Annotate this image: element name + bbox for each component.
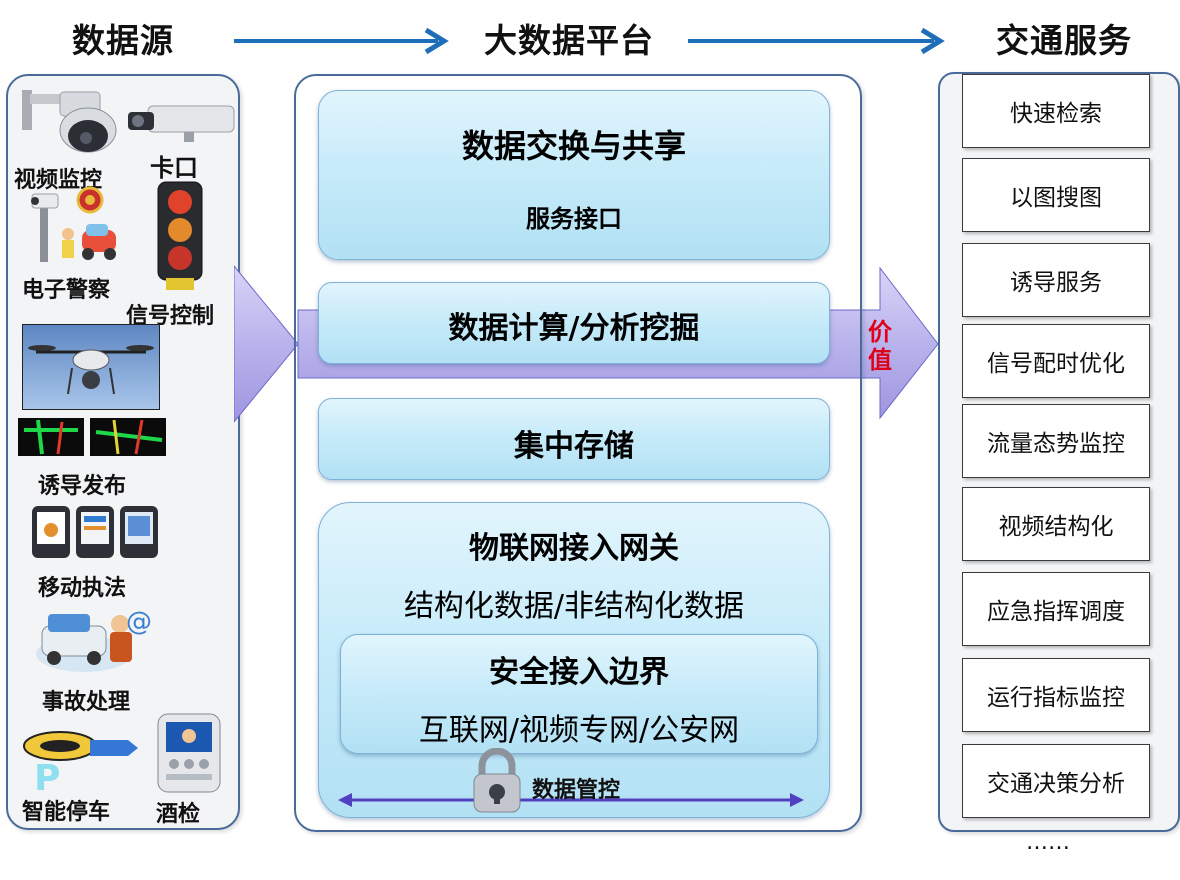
source-police-label: 电子警察	[22, 278, 111, 303]
gateway-title: 物联网接入网关	[469, 531, 679, 566]
security-subtitle: 互联网/视频专网/公安网	[418, 713, 740, 748]
compute-title: 数据计算/分析挖掘	[448, 311, 700, 346]
drone-image	[22, 324, 160, 410]
exchange-title: 数据交换与共享	[461, 127, 686, 165]
header-big-data-platform: 大数据平台	[484, 21, 654, 60]
gateway-subtitle: 结构化数据/非结构化数据	[403, 589, 745, 624]
service-ellipsis: ……	[1026, 830, 1070, 855]
platform-panel	[294, 74, 862, 832]
accident-icon: @	[36, 607, 152, 672]
parking-icon: P	[23, 731, 138, 794]
service-item: 诱导服务	[962, 243, 1150, 317]
value-char-1: 价	[868, 318, 892, 346]
compute-box: 数据计算/分析挖掘	[318, 282, 830, 364]
service-item: 运行指标监控	[962, 658, 1150, 732]
lock-icon	[473, 748, 521, 813]
electronic-police-icon	[31, 186, 116, 262]
checkpoint-camera-icon	[128, 105, 235, 142]
source-checkpoint-label: 卡口	[150, 154, 198, 182]
header-traffic-service: 交通服务	[996, 21, 1132, 60]
source-guidance-label: 诱导发布	[38, 474, 127, 499]
top-arrow-left	[234, 27, 449, 55]
top-arrow-right	[688, 27, 945, 55]
exchange-subtitle: 服务接口	[526, 205, 622, 233]
value-label: 价 值	[866, 318, 894, 374]
security-title: 安全接入边界	[489, 655, 669, 690]
video-camera-icon	[22, 90, 117, 153]
service-item: 信号配时优化	[962, 324, 1150, 398]
service-item: 交通决策分析	[962, 744, 1150, 818]
data-control-arrow	[338, 793, 804, 807]
svg-text:P: P	[34, 758, 60, 794]
service-item: 视频结构化	[962, 487, 1150, 561]
mobile-device-icon	[32, 506, 158, 558]
service-item: 以图搜图	[962, 158, 1150, 232]
guidance-board-icon	[18, 418, 166, 456]
service-item: 快速检索	[962, 74, 1150, 148]
exchange-box: 数据交换与共享 服务接口	[318, 90, 830, 260]
service-item: 应急指挥调度	[962, 572, 1150, 646]
security-box: 安全接入边界 互联网/视频专网/公安网	[340, 634, 818, 754]
source-mobile-label: 移动执法	[38, 576, 127, 601]
value-char-2: 值	[868, 346, 892, 374]
source-accident-label: 事故处理	[42, 690, 131, 715]
source-parking-label: 智能停车	[22, 800, 111, 825]
header-data-source: 数据源	[72, 21, 174, 60]
data-control-label: 数据管控	[532, 778, 621, 803]
storage-box: 集中存储	[318, 398, 830, 480]
alcohol-tester-icon	[157, 713, 221, 793]
svg-text:@: @	[126, 607, 152, 637]
traffic-signal-icon	[157, 181, 203, 290]
source-alcohol-label: 酒检	[156, 802, 201, 827]
service-item: 流量态势监控	[962, 404, 1150, 478]
storage-title: 集中存储	[514, 429, 634, 464]
